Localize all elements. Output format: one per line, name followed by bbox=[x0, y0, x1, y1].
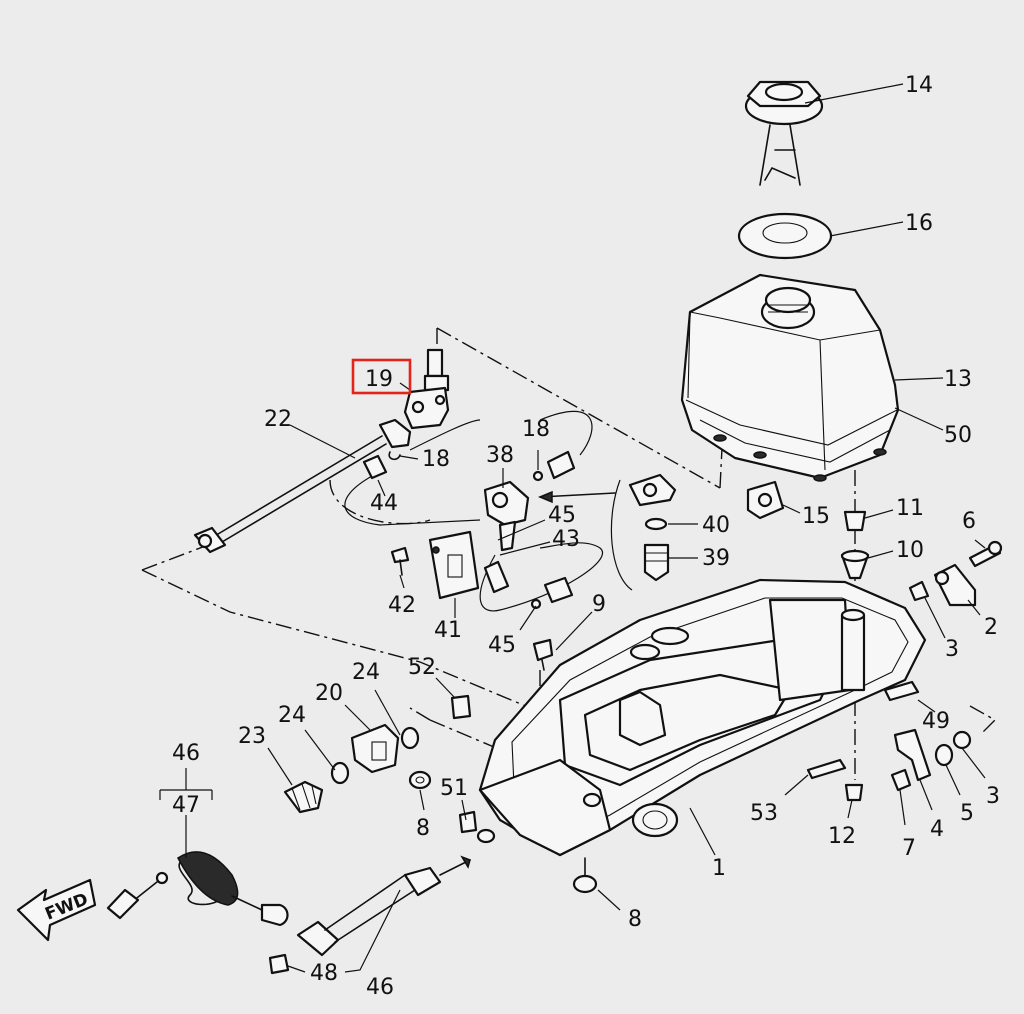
callout-4: 4 bbox=[930, 817, 944, 842]
hose-clip bbox=[388, 451, 401, 461]
fuel-cock bbox=[403, 348, 450, 430]
callout-53: 53 bbox=[750, 801, 778, 826]
callout-46-top: 46 bbox=[172, 741, 200, 766]
grommet-8-bottom bbox=[572, 857, 598, 894]
callout-18-left: 18 bbox=[422, 447, 450, 472]
callout-11: 11 bbox=[896, 496, 924, 521]
callout-46-bottom: 46 bbox=[366, 975, 394, 1000]
grommet-10 bbox=[840, 549, 870, 580]
cap-gasket bbox=[737, 212, 833, 260]
callout-20: 20 bbox=[315, 681, 343, 706]
callout-49: 49 bbox=[922, 709, 950, 734]
bottom-cowling bbox=[478, 578, 927, 857]
callout-3-upper: 3 bbox=[945, 637, 959, 662]
callout-24-lower: 24 bbox=[278, 703, 306, 728]
callout-38: 38 bbox=[486, 443, 514, 468]
fuel-cap bbox=[744, 80, 824, 186]
lanyard-47 bbox=[106, 851, 289, 927]
bracket-41 bbox=[428, 530, 480, 600]
bolt-6 bbox=[968, 540, 1003, 568]
screw-3-lower bbox=[952, 730, 972, 750]
callout-39: 39 bbox=[702, 546, 730, 571]
plate-53 bbox=[806, 758, 847, 780]
bracket-4 bbox=[893, 728, 932, 782]
switch-20 bbox=[350, 723, 400, 774]
plate-52 bbox=[450, 694, 472, 720]
callout-5: 5 bbox=[960, 801, 974, 826]
callout-7: 7 bbox=[902, 836, 916, 861]
fuel-joint-38 bbox=[483, 480, 530, 552]
callout-18-right: 18 bbox=[522, 417, 550, 442]
fuel-tank bbox=[680, 273, 900, 482]
knob-23 bbox=[283, 780, 324, 814]
callout-14: 14 bbox=[905, 73, 933, 98]
callout-48: 48 bbox=[310, 961, 338, 986]
plate-51 bbox=[458, 810, 478, 834]
callout-43: 43 bbox=[552, 527, 580, 552]
callout-50: 50 bbox=[944, 423, 972, 448]
choke-cable bbox=[193, 418, 412, 554]
nut-7 bbox=[890, 768, 912, 792]
bolt-12 bbox=[844, 783, 864, 802]
callout-47: 47 bbox=[172, 793, 200, 818]
washer-5 bbox=[934, 743, 954, 767]
plate-49 bbox=[883, 680, 920, 702]
callout-2: 2 bbox=[984, 615, 998, 640]
screw-42 bbox=[390, 546, 410, 576]
callout-42: 42 bbox=[388, 593, 416, 618]
callout-8-bottom: 8 bbox=[628, 907, 642, 932]
callout-40: 40 bbox=[702, 513, 730, 538]
callout-1: 1 bbox=[712, 856, 726, 881]
callout-44: 44 bbox=[370, 491, 398, 516]
strainer-group bbox=[538, 473, 677, 591]
callout-16: 16 bbox=[905, 211, 933, 236]
callout-8-left: 8 bbox=[416, 816, 430, 841]
callout-12: 12 bbox=[828, 824, 856, 849]
bracket-2 bbox=[933, 563, 977, 607]
hose-43 bbox=[479, 542, 603, 612]
fuel-hose-loop bbox=[344, 410, 593, 526]
callout-9: 9 bbox=[592, 592, 606, 617]
fuel-filter-18 bbox=[532, 450, 576, 482]
callout-15: 15 bbox=[802, 504, 830, 529]
callout-labels: 14 16 13 50 19 22 18 18 38 44 45 43 40 3… bbox=[172, 73, 1000, 1000]
cap-48 bbox=[268, 953, 290, 975]
leader-lines bbox=[159, 83, 986, 973]
callout-41: 41 bbox=[434, 618, 462, 643]
callout-3-lower: 3 bbox=[986, 784, 1000, 809]
callout-24-upper: 24 bbox=[352, 660, 380, 685]
fuel-hose-44 bbox=[362, 454, 388, 480]
bolt-9 bbox=[532, 638, 554, 671]
callout-51: 51 bbox=[440, 776, 468, 801]
washer-24-upper bbox=[400, 726, 420, 750]
grommet-8-left bbox=[408, 770, 432, 790]
callout-45-upper: 45 bbox=[548, 503, 576, 528]
washer-24-lower bbox=[330, 761, 350, 785]
screw-3-upper bbox=[908, 580, 930, 602]
highlight-box-19 bbox=[351, 358, 412, 395]
callout-52: 52 bbox=[408, 655, 436, 680]
stop-cable-46 bbox=[296, 828, 496, 957]
damper-15 bbox=[746, 480, 785, 520]
callout-23: 23 bbox=[238, 724, 266, 749]
callout-10: 10 bbox=[896, 538, 924, 563]
callout-6: 6 bbox=[962, 509, 976, 534]
callout-22: 22 bbox=[264, 407, 292, 432]
collar-11 bbox=[843, 510, 867, 532]
callout-13: 13 bbox=[944, 367, 972, 392]
fwd-arrow: FWD bbox=[16, 878, 97, 942]
callout-19[interactable]: 19 bbox=[365, 367, 393, 392]
callout-45-lower: 45 bbox=[488, 633, 516, 658]
